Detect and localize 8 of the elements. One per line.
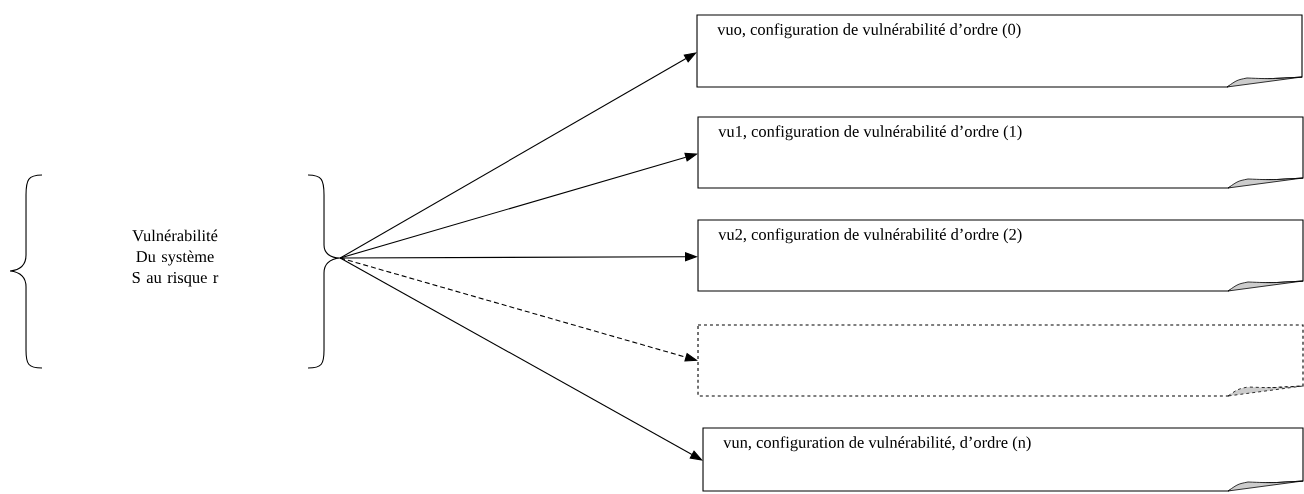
document-box: vuo, configuration de vulnérabilité d’ordre (0) <box>696 14 1303 88</box>
document-box: vun, configuration de vulnérabilité, d’ordre (n) <box>702 427 1304 492</box>
braced-text: Vulnérabilité Du système S au risque r <box>9 174 341 369</box>
arrow <box>339 257 703 461</box>
document-box <box>697 324 1304 397</box>
document-box: vu1, configuration de vulnérabilité d’ordre (1) <box>697 116 1304 189</box>
document-box: vu2, configuration de vulnérabilité d’ordre (2) <box>697 219 1304 292</box>
arrow <box>339 52 697 259</box>
